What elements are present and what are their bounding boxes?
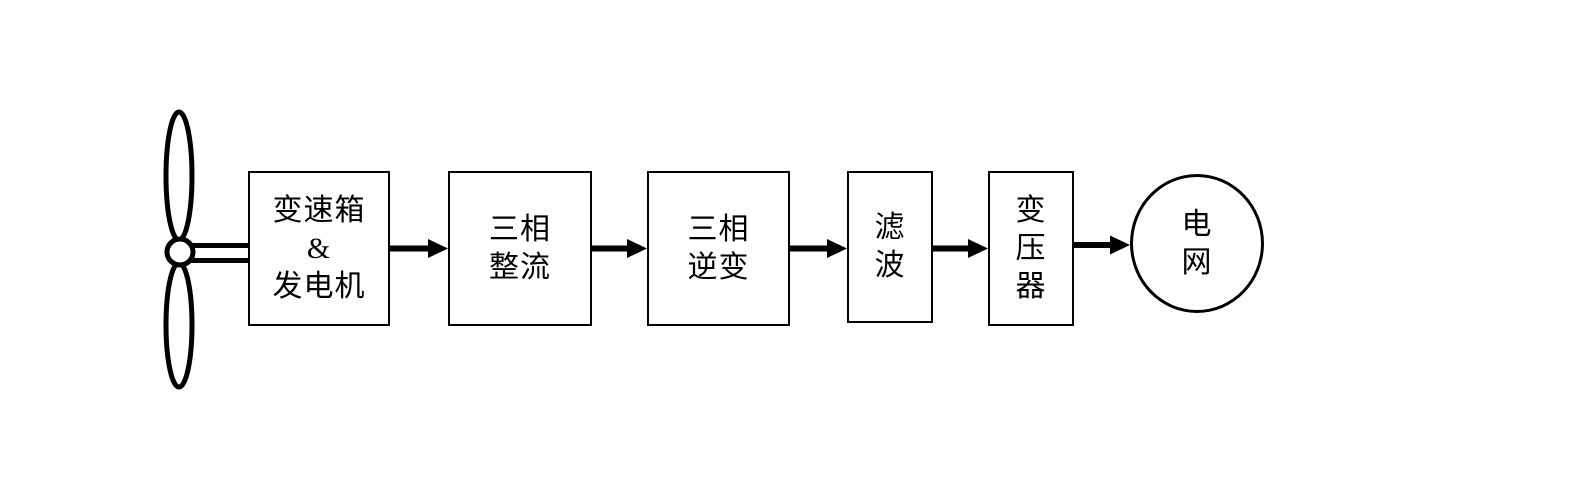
flow-arrow-2: [592, 239, 647, 258]
node-power-grid: 电 网: [1130, 174, 1264, 313]
flow-arrow-1: [390, 239, 448, 258]
node-transformer: 变 压 器: [988, 171, 1074, 326]
turbine-blade-bottom: [163, 260, 195, 390]
turbine-blade-top: [163, 109, 195, 243]
node-filter: 滤 波: [847, 171, 933, 323]
node-gearbox-generator: 变速箱 & 发电机: [248, 171, 390, 326]
flow-arrow-3: [790, 239, 847, 258]
node-three-phase-rectifier: 三相 整流: [448, 171, 592, 326]
wind-turbine-icon: [163, 109, 248, 390]
flow-arrow-5: [1074, 235, 1130, 255]
flow-arrow-4: [933, 239, 988, 258]
node-three-phase-inverter: 三相 逆变: [647, 171, 790, 326]
turbine-hub: [164, 236, 196, 268]
